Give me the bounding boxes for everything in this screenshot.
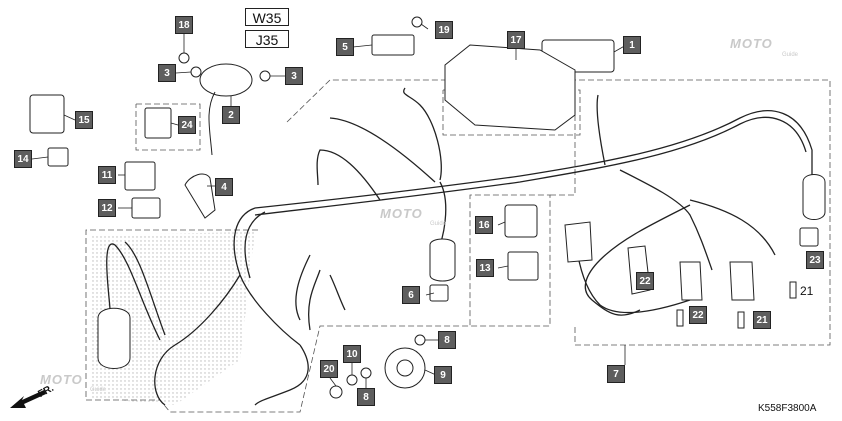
callout-1: 1 <box>623 36 641 54</box>
callout-8b: 8 <box>357 388 375 406</box>
bolt-20 <box>329 385 343 399</box>
fuse-21a <box>789 281 797 299</box>
bracket-17 <box>444 44 576 131</box>
callout-5: 5 <box>336 38 354 56</box>
callout-13: 13 <box>476 259 494 277</box>
nut-3a <box>190 66 202 78</box>
watermark-top-right-sub: Guide <box>782 52 799 58</box>
callout-14: 14 <box>14 150 32 168</box>
connector-23 <box>799 227 819 247</box>
fuse-holder-a <box>679 261 703 301</box>
harness-cover-area <box>90 232 255 405</box>
nut-3b <box>259 70 271 82</box>
boot-4 <box>184 173 216 219</box>
cable-2 <box>208 91 216 156</box>
callout-19: 19 <box>435 21 453 39</box>
callout-12: 12 <box>98 199 116 217</box>
washer-8a <box>360 367 372 379</box>
watermark-top-right: MOTO <box>730 36 773 51</box>
callout-9: 9 <box>434 366 452 384</box>
front-arrow-icon <box>10 390 46 408</box>
cap-right <box>802 174 826 220</box>
callout-22b: 22 <box>689 306 707 324</box>
callout-15: 15 <box>75 111 93 129</box>
relay-15 <box>29 94 65 134</box>
callout-18: 18 <box>175 16 193 34</box>
callout-4: 4 <box>215 178 233 196</box>
callout-24: 24 <box>178 116 196 134</box>
fuse-holder-b <box>729 261 755 301</box>
callout-21: 21 <box>753 311 771 329</box>
relay-12 <box>131 197 161 219</box>
callout-16: 16 <box>475 216 493 234</box>
callout-3a: 3 <box>158 64 176 82</box>
washer-10 <box>346 374 358 386</box>
fuse-22 <box>676 309 684 327</box>
relay-block-5 <box>371 34 415 56</box>
callout-8a: 8 <box>438 331 456 349</box>
cap-center <box>429 238 456 282</box>
starter-relay-2 <box>199 63 253 97</box>
main-harness <box>106 87 813 406</box>
relay-14 <box>47 147 69 167</box>
watermark-center-sub: Guide <box>430 221 447 227</box>
cap-left <box>97 307 131 369</box>
variant-label-j35: J35 <box>245 30 289 48</box>
callout-10: 10 <box>343 345 361 363</box>
callout-17: 17 <box>507 31 525 49</box>
variant-label-w35: W35 <box>245 8 289 26</box>
diagram-code: K558F3800A <box>758 403 817 414</box>
callout-2: 2 <box>222 106 240 124</box>
callout-20: 20 <box>320 360 338 378</box>
relay-13 <box>507 251 539 281</box>
bolt-18 <box>178 52 190 64</box>
connector-main <box>564 221 593 263</box>
connector-24 <box>144 107 172 139</box>
connector-6 <box>429 284 449 302</box>
relay-11 <box>124 161 156 191</box>
callout-7: 7 <box>607 365 625 383</box>
relay-16 <box>504 204 538 238</box>
washer-8b <box>414 334 426 346</box>
callout-22a: 22 <box>636 272 654 290</box>
watermark-center: MOTO <box>380 206 423 221</box>
callout-11: 11 <box>98 166 116 184</box>
horn-center <box>396 359 414 377</box>
watermark-bottom-left-sub: Guide <box>90 387 107 393</box>
callout-23: 23 <box>806 251 824 269</box>
watermark-bottom-left: MOTO <box>40 372 83 387</box>
fuse-21b <box>737 311 745 329</box>
callout-3b: 3 <box>285 67 303 85</box>
callout-21-plain: 21 <box>800 284 814 298</box>
leader-lines <box>31 23 650 388</box>
bolt-19 <box>411 16 423 28</box>
components <box>29 16 826 399</box>
callout-6: 6 <box>402 286 420 304</box>
